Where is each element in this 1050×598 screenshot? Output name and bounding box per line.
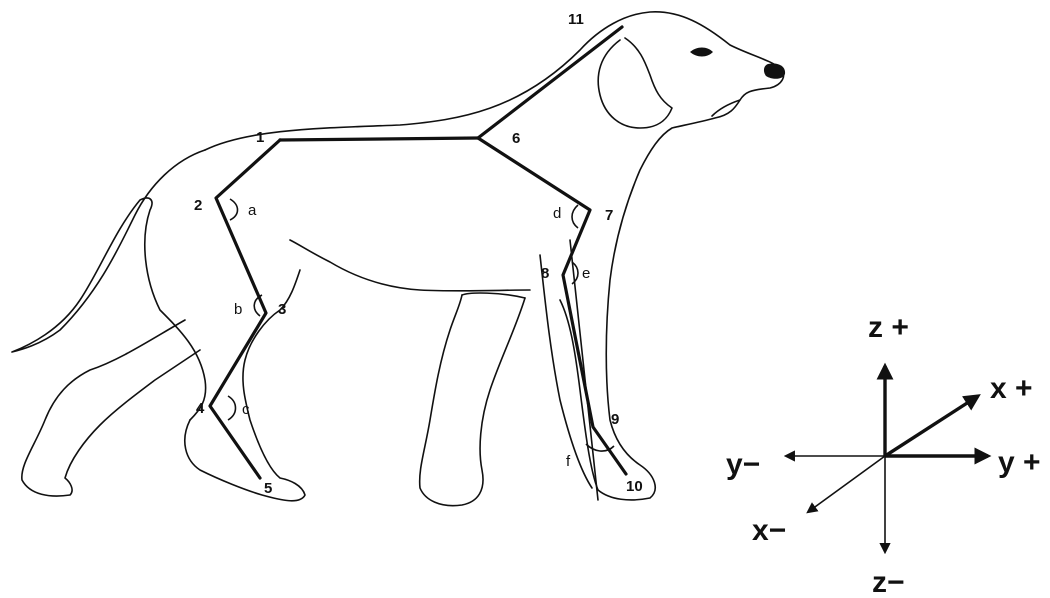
angle-label-d: d xyxy=(553,205,561,222)
angle-arc-e xyxy=(571,261,579,285)
axis-label-y-plus: y + xyxy=(998,446,1041,479)
joint-labels: 1 2 3 4 5 6 7 8 9 10 11 xyxy=(194,11,643,497)
joint-label-3: 3 xyxy=(278,301,286,318)
joint-label-11: 11 xyxy=(568,11,584,28)
axis-label-x-minus: x− xyxy=(752,514,786,547)
joint-label-5: 5 xyxy=(264,480,272,497)
joint-label-7: 7 xyxy=(605,207,613,224)
coordinate-axes: z + z− x + x− y + y− xyxy=(726,311,1041,598)
axis-label-z-plus: z + xyxy=(868,311,909,344)
angle-arc-f xyxy=(585,443,615,452)
joint-label-2: 2 xyxy=(194,197,202,214)
vertical-reference-line xyxy=(569,239,599,501)
joint-label-10: 10 xyxy=(626,478,643,495)
angle-label-c: c xyxy=(242,401,250,418)
joint-label-8: 8 xyxy=(541,265,549,282)
joint-label-9: 9 xyxy=(611,411,619,428)
angle-arc-d xyxy=(571,204,579,229)
joint-label-4: 4 xyxy=(196,400,205,417)
hind-limb-segments xyxy=(208,138,282,480)
neck-segment xyxy=(476,25,624,140)
angle-arc-c xyxy=(227,395,237,421)
angle-label-a: a xyxy=(248,202,257,219)
x-plus-arrow xyxy=(884,394,981,458)
x-minus-arrow xyxy=(806,455,886,514)
angle-label-f: f xyxy=(566,453,571,470)
axis-label-y-minus: y− xyxy=(726,448,760,481)
skeleton-segments xyxy=(208,25,628,480)
angle-arc-a xyxy=(229,198,239,221)
axis-label-x-plus: x + xyxy=(990,372,1033,405)
angle-arc-b xyxy=(253,294,263,317)
joint-label-1: 1 xyxy=(256,129,264,146)
fore-limb-segments xyxy=(476,136,628,476)
dog-outline xyxy=(11,11,786,507)
angle-arcs xyxy=(227,198,615,452)
angle-label-e: e xyxy=(582,265,590,282)
angle-labels: a b c d e f xyxy=(234,202,590,470)
joint-label-6: 6 xyxy=(512,130,520,147)
spine-segment xyxy=(278,136,480,142)
axis-label-z-minus: z− xyxy=(872,566,905,598)
angle-label-b: b xyxy=(234,301,242,318)
